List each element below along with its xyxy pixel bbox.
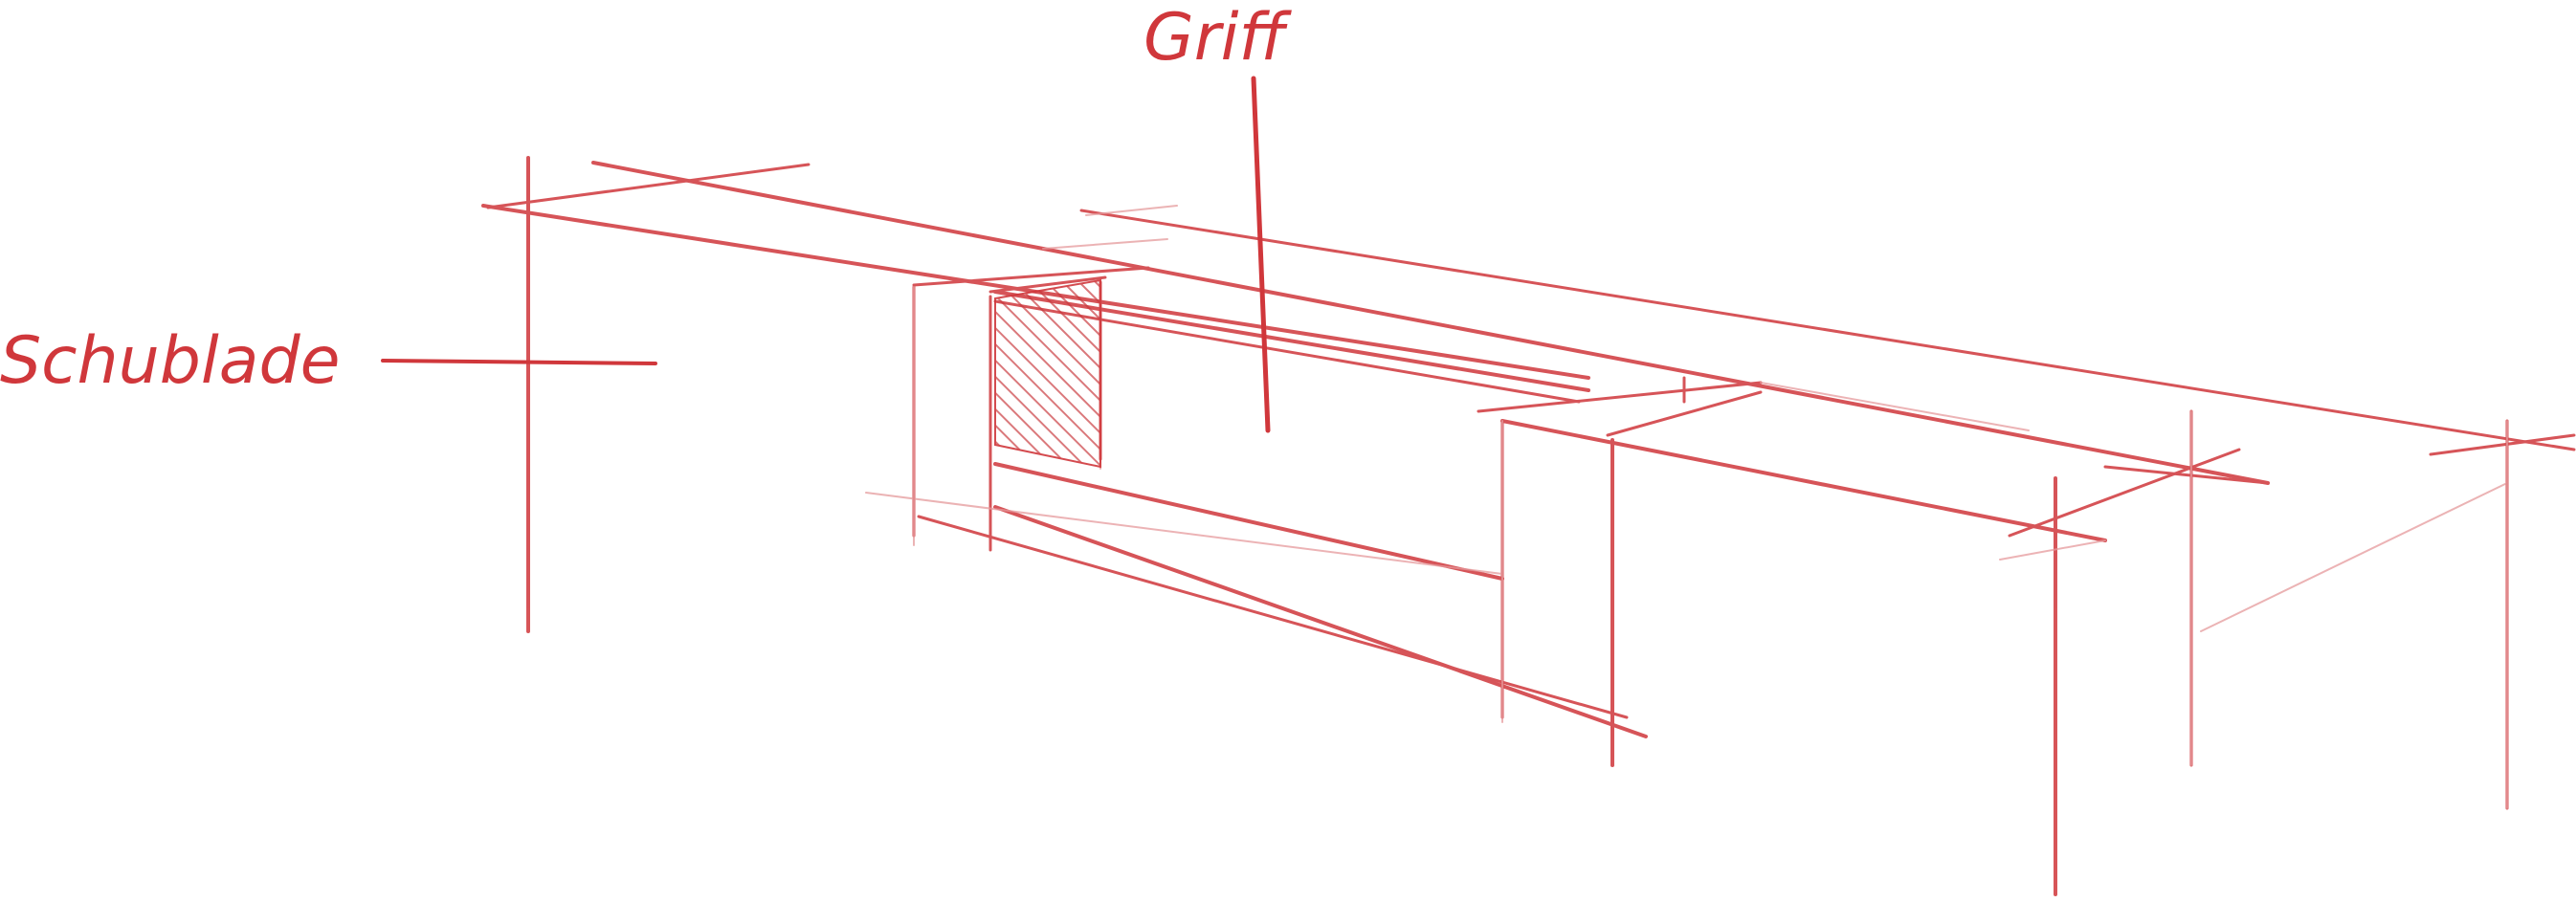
label-schublade: Schublade: [0, 323, 340, 399]
leader-lines: [381, 76, 1271, 433]
label-griff: Griff: [1144, 0, 1293, 76]
hatched-end-panel: [994, 278, 1101, 469]
griff-leader: [1251, 76, 1271, 433]
schublade-leader: [381, 359, 657, 365]
sketch-lines-light: [865, 205, 2508, 809]
sketch-lines-strong: [481, 156, 2576, 896]
